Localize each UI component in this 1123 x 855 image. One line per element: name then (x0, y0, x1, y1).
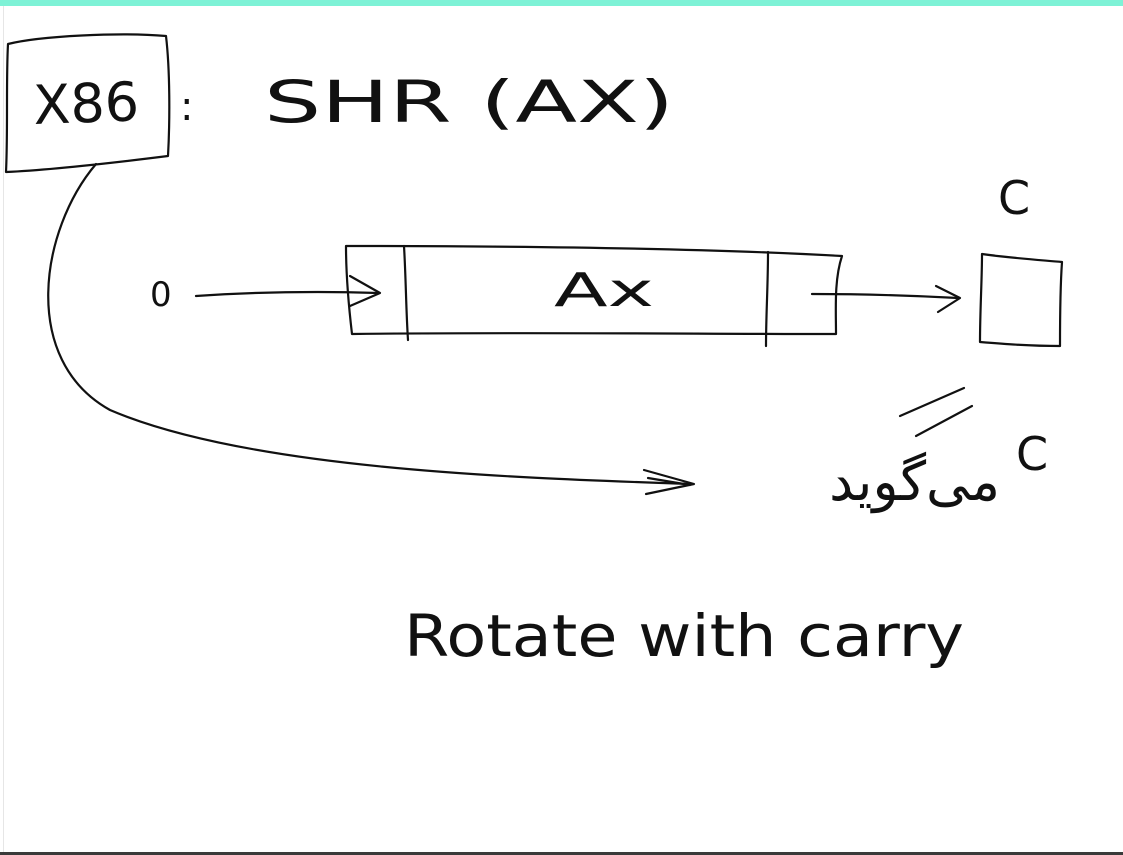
instruction-separator: : (180, 84, 193, 130)
input-arrow-head (348, 274, 382, 308)
caption-text: Rotate with carry (404, 602, 964, 670)
output-arrow-line (810, 292, 960, 300)
x86-label: X86 (32, 70, 140, 137)
carry-label: C (998, 171, 1030, 225)
slash-mark-1 (898, 386, 966, 418)
output-arrow-head (934, 284, 962, 314)
register-left-divider (402, 244, 410, 342)
input-arrow-line (194, 290, 380, 298)
whiteboard-canvas[interactable] (0, 6, 1123, 852)
curved-arrow-head (642, 468, 696, 496)
instruction-text: SHR (AX) (264, 68, 674, 136)
lost-bit-note: می‌گو‌ید (829, 450, 1000, 513)
register-label: Ax (554, 263, 654, 317)
accent-top-bar (0, 0, 1123, 6)
curved-arrow-line (47, 162, 692, 486)
lost-bit-carry-label: C (1016, 427, 1048, 481)
canvas-left-edge (3, 6, 4, 852)
carry-box-outline (978, 252, 1064, 348)
bottom-bar (0, 852, 1123, 855)
input-bit-label: 0 (150, 275, 172, 315)
register-box-outline (344, 244, 844, 336)
register-right-divider (764, 250, 770, 348)
slash-mark-2 (914, 404, 974, 438)
x86-box-outline (4, 33, 171, 174)
